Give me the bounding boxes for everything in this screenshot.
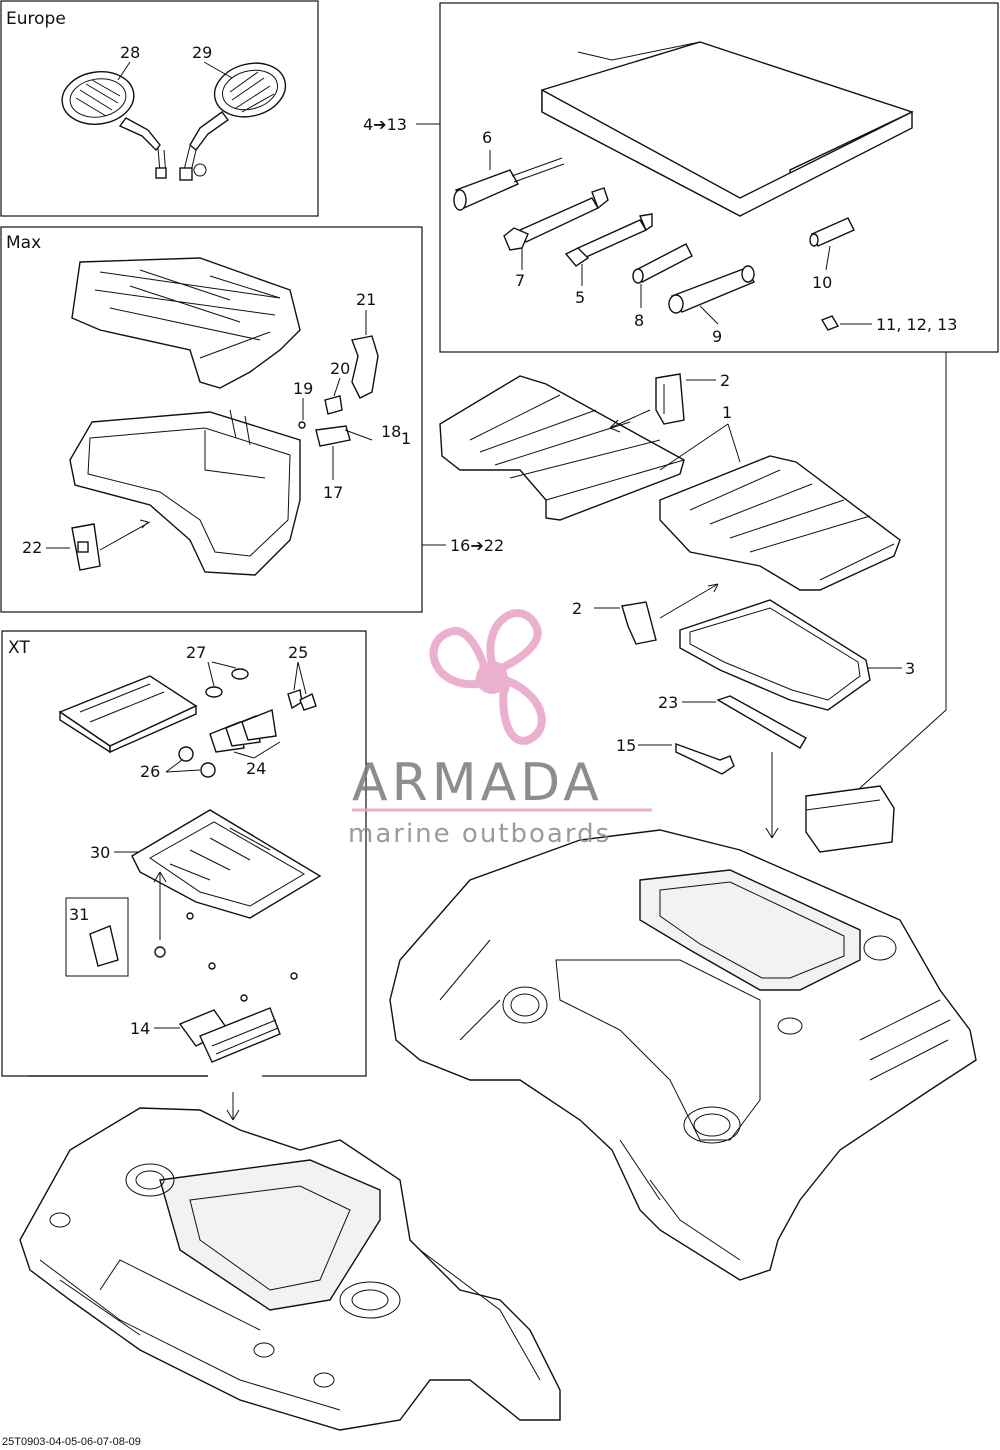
label-19: 19 — [293, 379, 313, 398]
max-bracket-21 — [351, 335, 379, 399]
label-3: 3 — [905, 659, 915, 678]
max-storage-tray — [69, 409, 301, 576]
drawing-code: 25T0903-04-05-06-07-08-09 — [2, 1436, 141, 1448]
xt-nut-26 — [178, 746, 216, 778]
xt-box-title: XT — [8, 638, 30, 658]
label-18-suffix: 1 — [401, 429, 411, 448]
max-clip-20 — [324, 395, 343, 415]
brand-subtitle: marine outboards — [348, 819, 611, 849]
label-18: 18 — [381, 422, 401, 441]
label-2-bottom: 2 — [572, 599, 582, 618]
label-1: 1 — [722, 403, 732, 422]
europe-box — [0, 0, 319, 217]
xt-fasteners-24 — [209, 709, 277, 753]
label-8: 8 — [634, 311, 644, 330]
xt-grommet-27 — [205, 668, 249, 698]
label-27: 27 — [186, 643, 206, 662]
label-30: 30 — [90, 843, 110, 862]
label-6: 6 — [482, 128, 492, 147]
europe-box-title: Europe — [6, 9, 66, 29]
label-21: 21 — [356, 290, 376, 309]
fuse-10 — [809, 217, 855, 247]
wrench-5 — [564, 213, 653, 267]
label-17: 17 — [323, 483, 343, 502]
socket-9 — [668, 265, 756, 314]
bracket-2-bottom — [621, 601, 657, 645]
seal-3 — [679, 599, 871, 711]
armada-watermark: ARMADA marine outboards — [348, 609, 652, 849]
tool-bag — [541, 41, 914, 217]
xt-screw-25 — [287, 689, 317, 711]
label-26: 26 — [140, 762, 160, 781]
xt-harness-14 — [178, 1007, 281, 1063]
toolkit-box — [439, 2, 999, 353]
brand-name: ARMADA — [352, 753, 603, 813]
xt-inset-31 — [65, 897, 129, 977]
screwdriver-handle-6 — [453, 157, 565, 211]
tool-pouch — [805, 785, 895, 853]
label-24: 24 — [246, 759, 266, 778]
label-14: 14 — [130, 1019, 150, 1038]
xt-part-31 — [89, 925, 119, 967]
label-4-13: 4➔13 — [363, 115, 407, 134]
label-5: 5 — [575, 288, 585, 307]
label-15: 15 — [616, 736, 636, 755]
xt-bracket-30 — [131, 809, 322, 919]
max-screw-19 — [298, 421, 306, 429]
socket-8 — [632, 243, 693, 284]
label-23: 23 — [658, 693, 678, 712]
label-2-top: 2 — [720, 371, 730, 390]
right-mirror — [179, 62, 287, 181]
label-16-22: 16➔22 — [450, 536, 504, 555]
max-box — [0, 226, 423, 613]
strap-23 — [716, 695, 807, 749]
propeller-logo — [429, 609, 546, 745]
label-11-13: 11, 12, 13 — [876, 315, 957, 334]
wrench-7 — [503, 187, 609, 251]
key-15 — [675, 743, 735, 775]
front-fender — [19, 1107, 561, 1431]
xt-small-screws — [154, 912, 298, 1002]
max-part-22 — [71, 523, 101, 571]
label-22: 22 — [22, 538, 42, 557]
left-mirror — [61, 71, 167, 179]
rear-rack-1 — [659, 455, 901, 591]
label-10: 10 — [812, 273, 832, 292]
max-box-title: Max — [6, 233, 41, 253]
label-25: 25 — [288, 643, 308, 662]
label-31: 31 — [69, 905, 89, 924]
fuse-11-13 — [820, 315, 840, 331]
label-7: 7 — [515, 271, 525, 290]
bracket-2-top — [655, 373, 685, 425]
xt-box-outline — [1, 630, 367, 1077]
xt-module-pad — [58, 675, 198, 754]
rear-fender — [389, 829, 977, 1281]
label-9: 9 — [712, 327, 722, 346]
max-latch-17 — [315, 425, 351, 447]
max-bolt-18 — [344, 429, 373, 441]
max-rack — [71, 257, 301, 389]
label-28: 28 — [120, 43, 140, 62]
label-29: 29 — [192, 43, 212, 62]
label-20: 20 — [330, 359, 350, 378]
front-rack-1 — [439, 375, 685, 521]
